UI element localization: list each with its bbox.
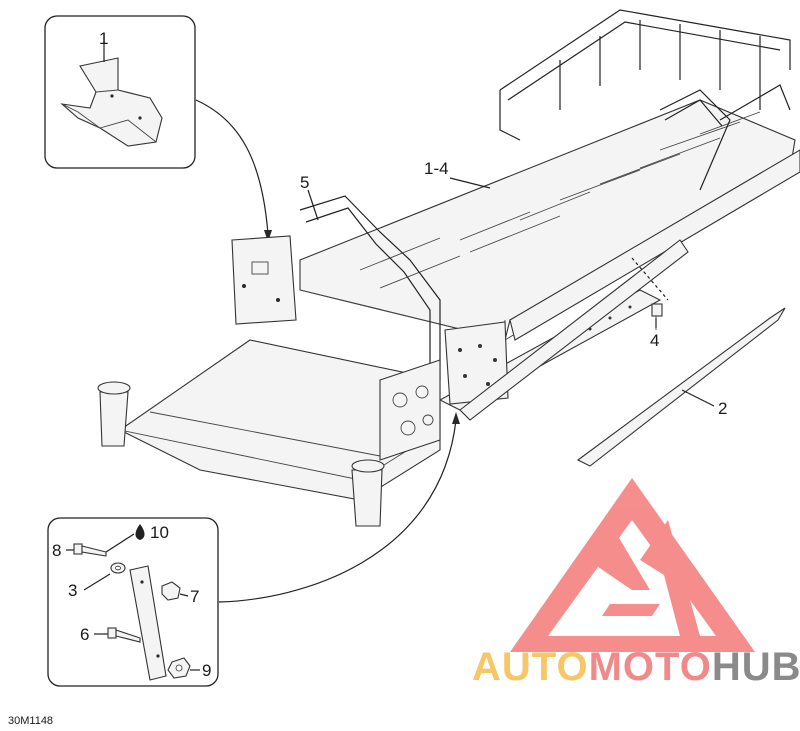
fastener-part-4 xyxy=(651,303,663,330)
callout-1-4: 1-4 xyxy=(424,159,449,178)
callout-9: 9 xyxy=(202,661,211,680)
leader-2 xyxy=(681,389,715,407)
loctite-drop-icon xyxy=(135,524,145,540)
bracket-part-1 xyxy=(60,57,163,147)
callout-2: 2 xyxy=(718,399,727,418)
inset-frame-top xyxy=(44,15,196,169)
strap-bar xyxy=(129,565,167,681)
callout-5: 5 xyxy=(300,173,309,192)
inset-top-connector xyxy=(195,99,269,235)
callout-3: 3 xyxy=(68,581,77,600)
callout-10: 10 xyxy=(150,523,169,542)
inset-hardware-detail: 8 10 3 7 6 9 xyxy=(47,412,460,687)
deck-slots xyxy=(359,111,761,289)
front-frame xyxy=(118,339,441,501)
callout-1: 1 xyxy=(99,29,108,48)
watermark-m-left xyxy=(588,526,650,590)
watermark-auto: AUTO xyxy=(472,645,589,689)
nut-part-9 xyxy=(167,657,191,679)
spindle-left xyxy=(99,391,129,447)
bolt-part-6 xyxy=(107,627,141,643)
callout-6: 6 xyxy=(80,625,89,644)
chassis-assembly xyxy=(97,9,800,527)
nut-part-7 xyxy=(161,581,181,601)
washer-part-3 xyxy=(110,562,126,574)
inset-bottom-connector xyxy=(218,419,457,603)
side-plate-left xyxy=(231,235,297,325)
runner-part-2 xyxy=(576,307,786,467)
svg-text:AUTOMOTOHUB: AUTOMOTOHUB xyxy=(472,645,800,689)
callout-8: 8 xyxy=(52,541,61,560)
side-plate-right xyxy=(444,321,509,405)
watermark-hub: HUB xyxy=(712,645,800,689)
lower-rail xyxy=(459,239,689,421)
bolt-part-8 xyxy=(73,543,107,557)
leader-1-4 xyxy=(449,177,491,189)
inset-frame-bottom xyxy=(47,517,219,687)
side-rail xyxy=(509,149,800,341)
watermark-g-bar xyxy=(602,604,660,616)
watermark-m-right xyxy=(640,520,700,636)
inset-bracket-detail: 1 xyxy=(44,15,272,242)
callout-4: 4 xyxy=(650,331,659,350)
watermark-text: AUTOMOTOHUB xyxy=(472,645,800,689)
spindle-right xyxy=(351,469,383,527)
rear-rack xyxy=(499,9,791,191)
reference-code: 30M1148 xyxy=(8,715,53,727)
watermark-logo xyxy=(510,478,755,652)
hub-plate xyxy=(379,359,441,461)
leader-5 xyxy=(307,189,319,221)
callout-7: 7 xyxy=(190,587,199,606)
watermark-moto: MOTO xyxy=(589,645,712,689)
